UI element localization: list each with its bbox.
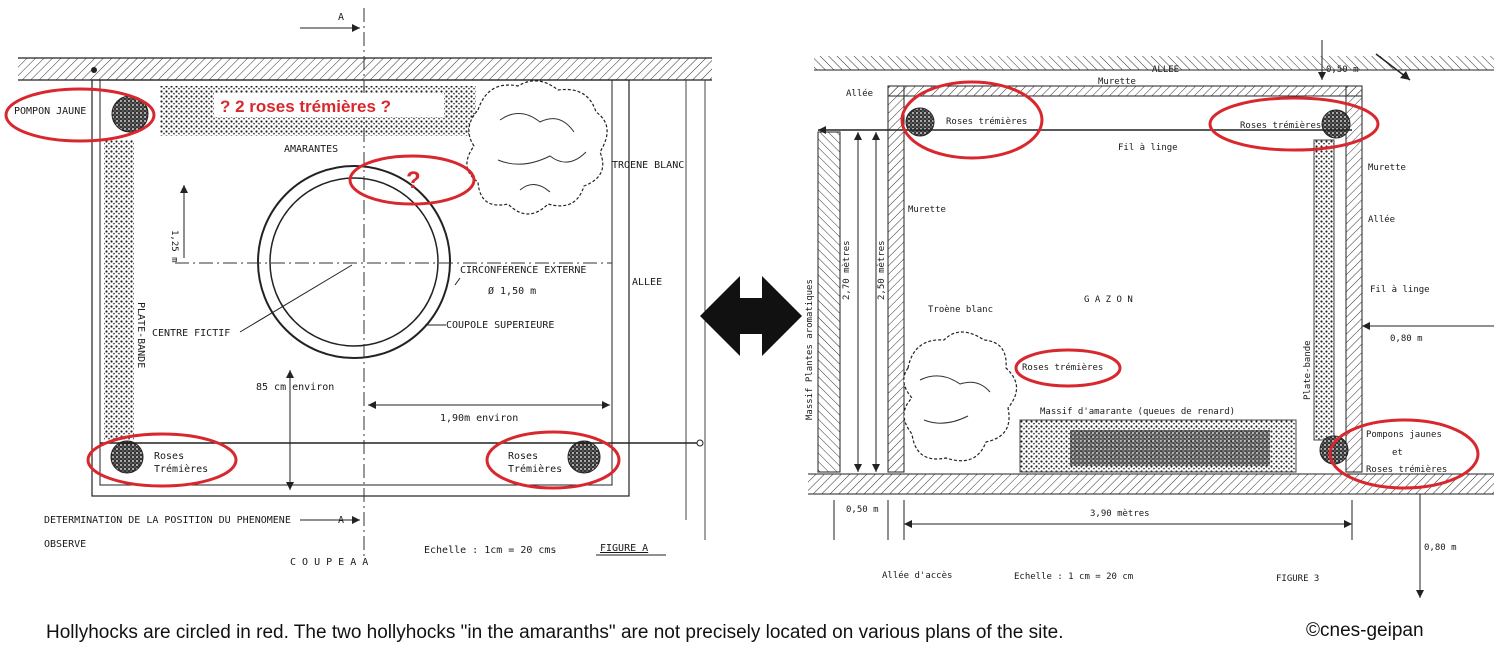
highlight-pompon-jaune [4, 87, 156, 143]
right-plate-bande [1313, 139, 1335, 441]
label-fil-top: Fil à linge [1118, 143, 1178, 153]
section-marker-top: A [338, 12, 344, 23]
label-dim-85: 85 cm environ [256, 382, 334, 393]
label-centre-fictif: CENTRE FICTIF [152, 328, 230, 339]
label-figure-right: FIGURE 3 [1276, 574, 1319, 584]
highlight-roses-mid [1014, 348, 1122, 388]
label-coupe: C O U P E A A [290, 557, 368, 568]
label-roses-tl: Roses trémières [946, 116, 1027, 127]
label-pompons-2: et [1392, 448, 1403, 458]
label-allee-top: ALLEE [1152, 65, 1179, 75]
right-highlights [900, 80, 1480, 490]
label-allee-left-right-plan: Allée [846, 88, 873, 99]
right-bottom-wall [808, 474, 1494, 494]
label-gazon: G A Z O N [1084, 295, 1133, 305]
label-figure-left: FIGURE A [600, 543, 648, 554]
label-pompon-jaune: POMPON JAUNE [14, 106, 86, 117]
left-top-wall [18, 58, 712, 80]
label-dim-080: 0,80 m [1390, 334, 1423, 344]
label-dim-050-top: 0,50 m [1326, 65, 1359, 75]
figure-caption: Hollyhocks are circled in red. The two h… [46, 622, 1064, 643]
right-troene-shrub [903, 331, 1018, 462]
label-roses-tr: Roses trémières [1240, 120, 1321, 131]
highlight-roses-tr [1208, 96, 1380, 152]
label-murette-right: Murette [1368, 163, 1406, 173]
left-troene-shrub [466, 80, 608, 215]
left-plate-bande [104, 140, 134, 440]
label-echelle-right: Echelle : 1 cm = 20 cm [1014, 572, 1133, 582]
label-fil-right: Fil à linge [1370, 285, 1430, 295]
left-highlights [4, 87, 621, 490]
highlight-pompons [1328, 418, 1480, 490]
label-diametre: Ø 1,50 m [488, 285, 536, 297]
label-roses-right-1: Roses [508, 451, 538, 462]
label-circonference: CIRCONFERENCE EXTERNE [460, 265, 586, 276]
label-roses-right-2: Trémières [508, 463, 562, 475]
label-dim-270: 2,70 mètres [841, 240, 852, 300]
label-massif-aromatique: Massif Plantes aromatiques [805, 279, 815, 420]
right-murette-left [887, 85, 905, 473]
label-dim-080-bottom: 0,80 m [1424, 543, 1457, 553]
left-inner-circle [269, 177, 439, 347]
right-murette-right [1345, 85, 1363, 473]
right-plan: ALLEE Murette 0,50 m Allée Roses trémièr… [805, 40, 1494, 598]
label-roses-left-2: Trémières [154, 463, 208, 475]
highlight-roses-tl [900, 80, 1044, 160]
label-observe: OBSERVE [44, 539, 86, 550]
label-roses-mid: Roses trémières [1022, 362, 1103, 373]
label-coupole: COUPOLE SUPERIEURE [446, 320, 554, 331]
label-determination: DETERMINATION DE LA POSITION DU PHENOMEN… [44, 515, 291, 526]
left-rose-bush-1 [110, 440, 144, 474]
left-outer-circle [257, 165, 451, 359]
highlight-roses-left [86, 432, 238, 488]
image-credit: ©cnes-geipan [1306, 620, 1424, 641]
label-allee-acces: Allée d'accès [882, 570, 952, 581]
right-massif-aromatique [817, 131, 841, 473]
label-dim-390: 3,90 mètres [1090, 508, 1150, 519]
section-marker-bottom: A [338, 515, 344, 526]
label-troene-blanc: TROENE BLANC [612, 160, 684, 171]
label-dim-050-bottom: 0,50 m [846, 505, 879, 515]
label-dim-250: 2,50 mètres [876, 240, 887, 300]
label-dim-190: 1,90m environ [440, 413, 518, 424]
label-murette-top: Murette [1098, 77, 1136, 87]
label-echelle-left: Echelle : 1cm = 20 cms [424, 545, 556, 556]
label-question-roses: ? 2 roses trémières ? [220, 97, 391, 116]
label-plate-bande: PLATE-BANDE [135, 302, 146, 368]
label-pompons-1: Pompons jaunes [1366, 430, 1442, 440]
left-dim-125: 1,25 m [169, 230, 179, 263]
highlight-roses-right [485, 430, 621, 490]
label-troene: Troène blanc [928, 304, 993, 315]
label-roses-left-1: Roses [154, 451, 184, 462]
left-plan: A A 1,25 m POMPON JAUNE ? 2 roses trémiè… [4, 8, 712, 568]
highlight-question-mark [348, 154, 476, 206]
label-allee-right: Allée [1368, 214, 1395, 225]
label-murette-left: Murette [908, 205, 946, 215]
label-massif-amarante: Massif d'amarante (queues de renard) [1040, 407, 1235, 417]
left-rose-bush-2 [567, 440, 601, 474]
double-arrow-icon [700, 276, 802, 356]
right-top-strip [814, 56, 1494, 70]
label-allee-left: ALLEE [632, 277, 662, 288]
label-question-mark: ? [406, 167, 421, 194]
label-amarantes: AMARANTES [284, 144, 338, 155]
label-pompons-3: Roses trémières [1366, 464, 1447, 475]
label-plate-bande-right: Plate-bande [1303, 340, 1313, 400]
